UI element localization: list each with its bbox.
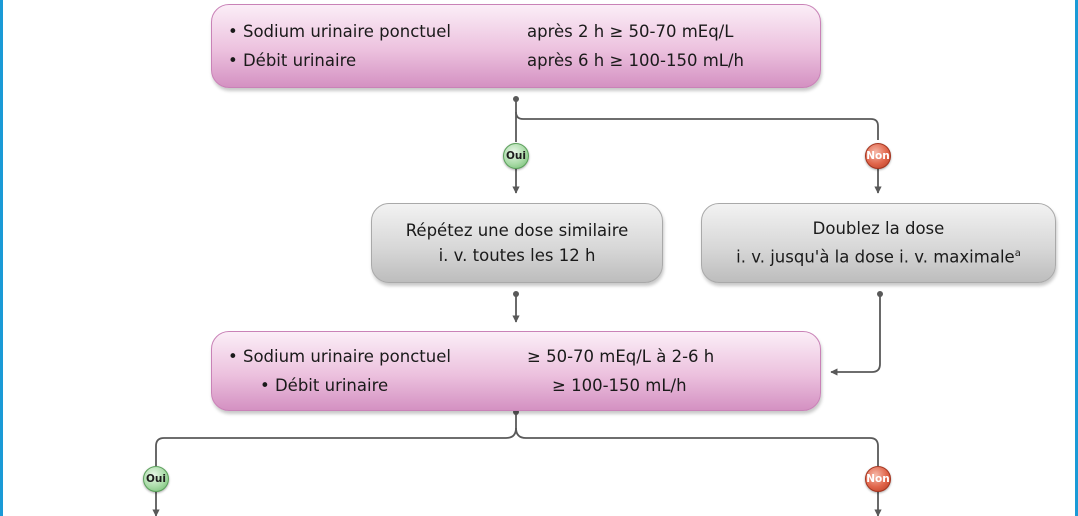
connector-bottom-right-branch bbox=[515, 427, 879, 466]
criteria-line1-label: • Sodium urinaire ponctuel bbox=[228, 22, 451, 41]
repeat-dose-line2: i. v. toutes les 12 h bbox=[438, 246, 596, 265]
connector-lines bbox=[152, 96, 883, 516]
followup-line1-label: • Sodium urinaire ponctuel bbox=[228, 347, 451, 366]
connector-dot bbox=[513, 96, 519, 102]
arrow-double-to-bottom bbox=[830, 294, 881, 376]
repeat-dose-line1: Répétez une dose similaire bbox=[405, 221, 629, 240]
criteria-line2-label: • Débit urinaire bbox=[228, 51, 357, 70]
yes-badge: Oui bbox=[143, 466, 169, 492]
followup-line2-value: ≥ 100-150 mL/h bbox=[552, 376, 687, 395]
criteria-line1-value: après 2 h ≥ 50-70 mEq/L bbox=[527, 22, 734, 41]
followup-line2-label: • Débit urinaire bbox=[260, 376, 389, 395]
double-dose-line2-text: i. v. jusqu'à la dose i. v. maximale bbox=[736, 247, 1015, 267]
connector-dot bbox=[513, 291, 519, 297]
criteria-line2-value: après 6 h ≥ 100-150 mL/h bbox=[527, 51, 744, 70]
footnote-marker: a bbox=[1014, 248, 1021, 260]
criteria-box-initial: • Sodium urinaire ponctuel après 2 h ≥ 5… bbox=[211, 4, 821, 88]
followup-line1-value: ≥ 50-70 mEq/L à 2-6 h bbox=[527, 347, 715, 366]
double-dose-line2: i. v. jusqu'à la dose i. v. maximalea bbox=[736, 241, 1021, 270]
no-badge: Non bbox=[865, 143, 891, 169]
double-dose-line1: Doublez la dose bbox=[812, 219, 945, 239]
repeat-dose-box: Répétez une dose similaire i. v. toutes … bbox=[371, 203, 663, 283]
no-badge: Non bbox=[865, 466, 891, 492]
yes-badge: Oui bbox=[503, 143, 529, 169]
double-dose-box: Doublez la dose i. v. jusqu'à la dose i.… bbox=[701, 203, 1056, 283]
connector-top-branch bbox=[515, 111, 879, 140]
connector-bottom-left-branch bbox=[155, 427, 517, 466]
connector-dot bbox=[877, 291, 883, 297]
criteria-box-followup: • Sodium urinaire ponctuel ≥ 50-70 mEq/L… bbox=[211, 331, 821, 411]
